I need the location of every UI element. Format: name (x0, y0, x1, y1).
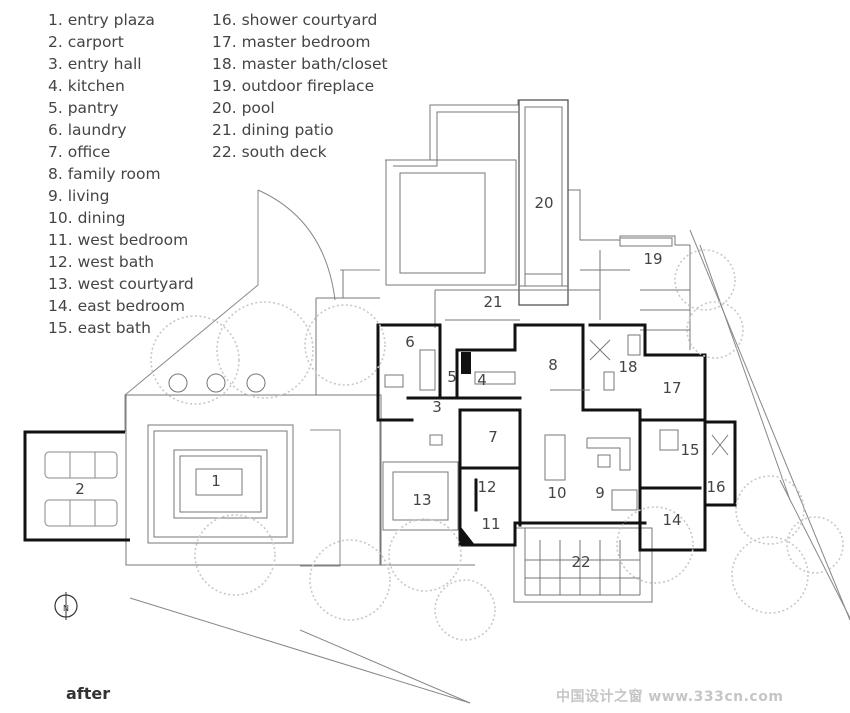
legend-item: 6. laundry (48, 121, 127, 139)
legend-item: 4. kitchen (48, 77, 125, 95)
legend-item: 15. east bath (48, 319, 151, 337)
room-number-18: 18 (618, 358, 638, 376)
legend-item: 2. carport (48, 33, 124, 51)
legend-left: 1. entry plaza 2. carport 3. entry hall 4. … (48, 9, 194, 339)
room-number-1: 1 (211, 472, 221, 490)
legend-item: 16. shower courtyard (212, 11, 378, 29)
legend-item: 7. office (48, 143, 111, 161)
legend-item: 12. west bath (48, 253, 155, 271)
north-label: N (63, 604, 69, 613)
room-number-4: 4 (477, 371, 487, 389)
room-number-14: 14 (662, 511, 682, 529)
room-number-5: 5 (447, 368, 457, 386)
room-number-22: 22 (571, 553, 591, 571)
room-number-12: 12 (477, 478, 497, 496)
room-number-7: 7 (488, 428, 498, 446)
room-number-10: 10 (547, 484, 567, 502)
room-number-19: 19 (643, 250, 663, 268)
room-number-17: 17 (662, 379, 682, 397)
legend-item: 1. entry plaza (48, 11, 155, 29)
watermark: 中国设计之窗 www.333cn.com (556, 689, 784, 705)
south-deck (513, 527, 653, 603)
legend-item: 13. west courtyard (48, 275, 194, 293)
legend-right: 16. shower courtyard 17. master bedroom 18… (212, 9, 388, 163)
room-number-11: 11 (481, 515, 501, 533)
entry-plaza (125, 373, 382, 566)
room-number-8: 8 (548, 356, 558, 374)
legend-item: 18. master bath/closet (212, 55, 388, 73)
carport (23, 430, 130, 542)
west-bedroom-corner-fill (461, 527, 475, 545)
interior-fixtures (384, 334, 729, 511)
room-number-20: 20 (534, 194, 554, 212)
room-number-13: 13 (412, 491, 432, 509)
west-courtyard (379, 420, 475, 566)
legend-item: 8. family room (48, 165, 161, 183)
site-lines (124, 189, 850, 704)
legend-item: 9. living (48, 187, 110, 205)
room-number-3: 3 (432, 398, 442, 416)
room-number-21: 21 (483, 293, 503, 311)
room-number-9: 9 (595, 484, 605, 502)
room-number-6: 6 (405, 333, 415, 351)
caption: after (66, 684, 111, 703)
legend-item: 3. entry hall (48, 55, 142, 73)
room-number-16: 16 (706, 478, 726, 496)
room-number-15: 15 (680, 441, 700, 459)
pool-area (315, 99, 691, 395)
legend-item: 21. dining patio (212, 121, 334, 139)
trees (150, 249, 844, 641)
legend-item: 22. south deck (212, 143, 327, 161)
legend-item: 10. dining (48, 209, 126, 227)
legend-item: 14. east bedroom (48, 297, 186, 315)
legend-item: 19. outdoor fireplace (212, 77, 375, 95)
legend-item: 5. pantry (48, 99, 119, 117)
legend-item: 17. master bedroom (212, 33, 371, 51)
north-arrow: N (54, 592, 78, 620)
legend-item: 20. pool (212, 99, 275, 117)
legend-item: 11. west bedroom (48, 231, 189, 249)
kitchen-column-fill (461, 352, 471, 374)
interior-walls (376, 323, 737, 552)
room-number-2: 2 (75, 480, 85, 498)
